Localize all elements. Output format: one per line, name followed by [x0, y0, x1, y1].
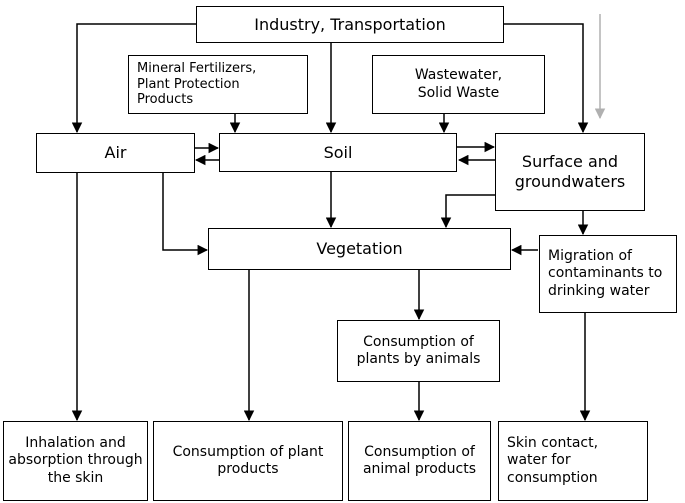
node-air-label: Air [104, 143, 127, 163]
node-skin-contact-label: Skin contact, water for consumption [507, 435, 599, 486]
node-inhalation-label: Inhalation and absorption through the sk… [8, 435, 143, 486]
node-wastewater: Wastewater, Solid Waste [372, 55, 545, 114]
node-soil-label: Soil [323, 142, 353, 162]
node-surface-groundwaters: Surface and groundwaters [495, 133, 645, 211]
node-plant-products-label: Consumption of plant products [172, 443, 324, 477]
arrow-air-to-vegetation [162, 173, 209, 256]
node-plant-products: Consumption of plant products [153, 421, 343, 501]
arrow-industry-to-surface [504, 23, 589, 134]
node-wastewater-label: Wastewater, Solid Waste [414, 67, 503, 101]
node-vegetation: Vegetation [208, 228, 511, 270]
node-surface-label: Surface and groundwaters [514, 152, 626, 191]
node-inhalation: Inhalation and absorption through the sk… [3, 421, 148, 501]
node-vegetation-label: Vegetation [316, 239, 403, 259]
arrow-industry-to-air [71, 23, 196, 134]
node-animal-products: Consumption of animal products [348, 421, 491, 501]
node-fertilizers: Mineral Fertilizers, Plant Protection Pr… [128, 55, 308, 114]
node-air: Air [36, 133, 195, 173]
arrow-surface-to-vegetation [440, 194, 496, 229]
node-industry-label: Industry, Transportation [254, 14, 446, 34]
node-fertilizers-label: Mineral Fertilizers, Plant Protection Pr… [137, 60, 257, 108]
node-industry: Industry, Transportation [196, 6, 504, 43]
node-migration: Migration of contaminants to drinking wa… [539, 235, 677, 313]
node-skin-contact: Skin contact, water for consumption [498, 421, 648, 501]
node-animal-products-label: Consumption of animal products [362, 443, 477, 477]
node-animals-label: Consumption of plants by animals [356, 333, 481, 367]
node-animals: Consumption of plants by animals [337, 320, 500, 382]
node-soil: Soil [219, 133, 457, 172]
node-migration-label: Migration of contaminants to drinking wa… [548, 248, 663, 299]
